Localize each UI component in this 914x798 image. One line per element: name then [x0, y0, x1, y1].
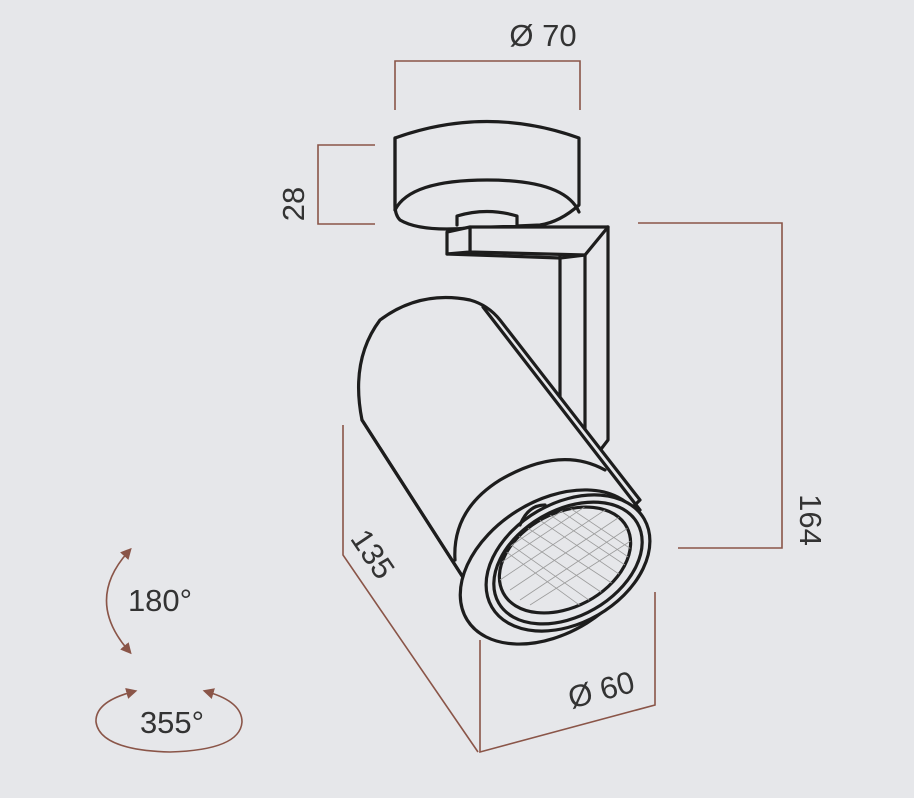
- dim-base-height-line: [317, 144, 375, 225]
- label-tilt-angle: 180°: [128, 583, 192, 618]
- lamp-body: [356, 295, 652, 646]
- label-head-diameter: Ø 60: [564, 664, 638, 715]
- label-base-height: 28: [276, 187, 311, 221]
- dimension-lines: [317, 60, 783, 754]
- label-base-diameter: Ø 70: [509, 18, 576, 53]
- mounting-base: [393, 119, 581, 231]
- label-total-height: 164: [793, 494, 828, 546]
- lens-reflector-mesh: [489, 485, 641, 621]
- label-body-length: 135: [344, 523, 402, 585]
- label-pan-angle: 355°: [140, 705, 204, 740]
- dim-head-diameter-line: [479, 592, 656, 754]
- dim-base-diameter-line: [394, 60, 581, 110]
- tilt-rotation-indicator: [105, 547, 132, 655]
- dim-body-length-line: [342, 425, 479, 753]
- dim-total-height-line: [638, 222, 783, 549]
- pan-rotation-indicator: [95, 688, 243, 753]
